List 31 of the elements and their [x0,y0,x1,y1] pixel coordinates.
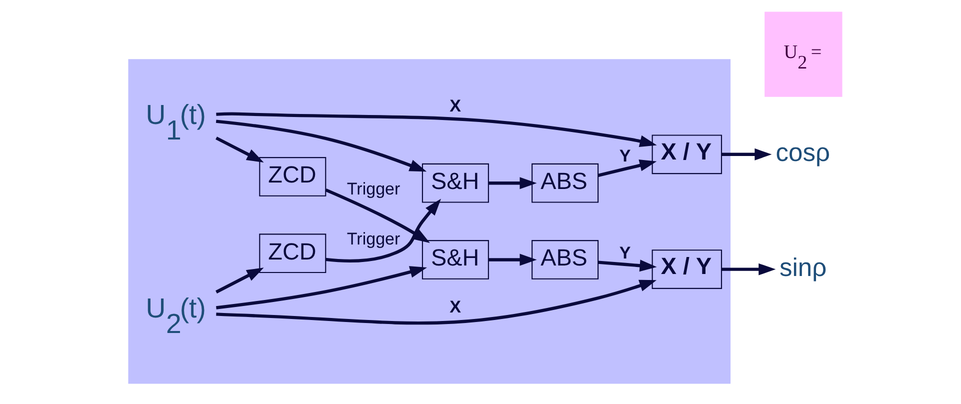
arrow [597,160,656,177]
arrow [324,198,441,262]
edge-label: X [449,96,460,116]
arrow [215,268,264,294]
node-box: S&H [421,163,488,203]
arrow [215,120,426,172]
arrow [324,188,430,243]
arrow [215,136,264,162]
node-box: X / Y [651,250,722,289]
node-text: sinρ [778,254,826,282]
arrow [598,260,656,272]
node-box: S&H [421,240,488,280]
arrow [488,177,536,190]
node-box: X / Y [651,134,722,174]
arrow [721,263,776,276]
cluster [128,59,730,384]
node-box: ZCD [258,234,326,274]
node-box: ABS [531,163,598,203]
arrow [721,148,772,160]
node-box: ZCD [258,157,326,196]
arrow [488,254,536,266]
node-text: cosρ [775,138,830,167]
arrow [216,112,656,148]
edge-label: X [449,298,460,317]
edge-label: Trigger [346,180,400,199]
node-box: ABS [531,240,598,280]
edge-label: Y [618,243,630,262]
edge-label: Trigger [346,230,400,249]
edge-label: Y [618,146,630,166]
arrow [216,280,656,325]
arrow [216,266,426,310]
